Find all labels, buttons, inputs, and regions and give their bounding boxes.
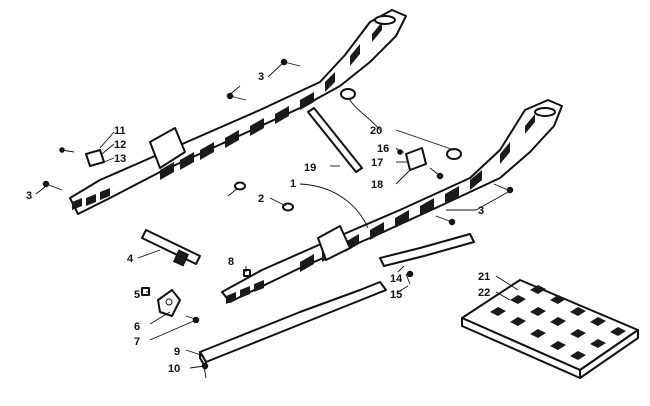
callout-12: 12 (114, 139, 126, 151)
cross-shaft-4 (141, 229, 201, 267)
bushing-20a (340, 88, 356, 100)
callout-4: 4 (127, 253, 134, 265)
bolts (42, 58, 514, 379)
callout-17: 17 (371, 157, 383, 169)
callout-21: 21 (478, 271, 490, 283)
bracket-6 (157, 289, 181, 317)
wear-strip-14 (379, 233, 475, 267)
callout-11: 11 (114, 125, 126, 137)
callout-20: 20 (370, 125, 382, 137)
leader-lines (35, 61, 519, 369)
washer-2a (234, 181, 246, 191)
callout-18: 18 (371, 179, 383, 191)
washer-2b (282, 202, 294, 212)
block-12 (85, 149, 105, 167)
block-17 (405, 147, 427, 171)
callout-3-top: 3 (258, 71, 264, 83)
callout-22: 22 (478, 287, 490, 299)
callout-8: 8 (228, 256, 234, 268)
callout-3-right: 3 (478, 205, 484, 217)
callout-10: 10 (168, 363, 180, 375)
callout-1: 1 (290, 178, 296, 190)
callout-3-left: 3 (26, 190, 32, 202)
callout-15: 15 (390, 289, 402, 301)
right-rail-assembly (221, 99, 563, 304)
bushing-20b (446, 148, 462, 160)
callout-labels: 1 2 3 3 3 4 5 6 7 8 9 10 11 12 13 14 15 … (26, 71, 490, 375)
nut-5 (141, 287, 150, 296)
nut-8 (243, 269, 251, 277)
callout-7: 7 (134, 336, 140, 348)
callout-5: 5 (134, 289, 140, 301)
cross-shaft-19 (307, 107, 363, 173)
callout-13: 13 (114, 153, 126, 165)
callout-9: 9 (174, 346, 180, 358)
track-assembly (461, 279, 639, 379)
callout-19: 19 (304, 162, 316, 174)
callout-16: 16 (377, 143, 389, 155)
callout-14: 14 (390, 273, 403, 285)
callout-2: 2 (258, 193, 264, 205)
left-rail-assembly (69, 9, 407, 215)
callout-6: 6 (134, 321, 140, 333)
